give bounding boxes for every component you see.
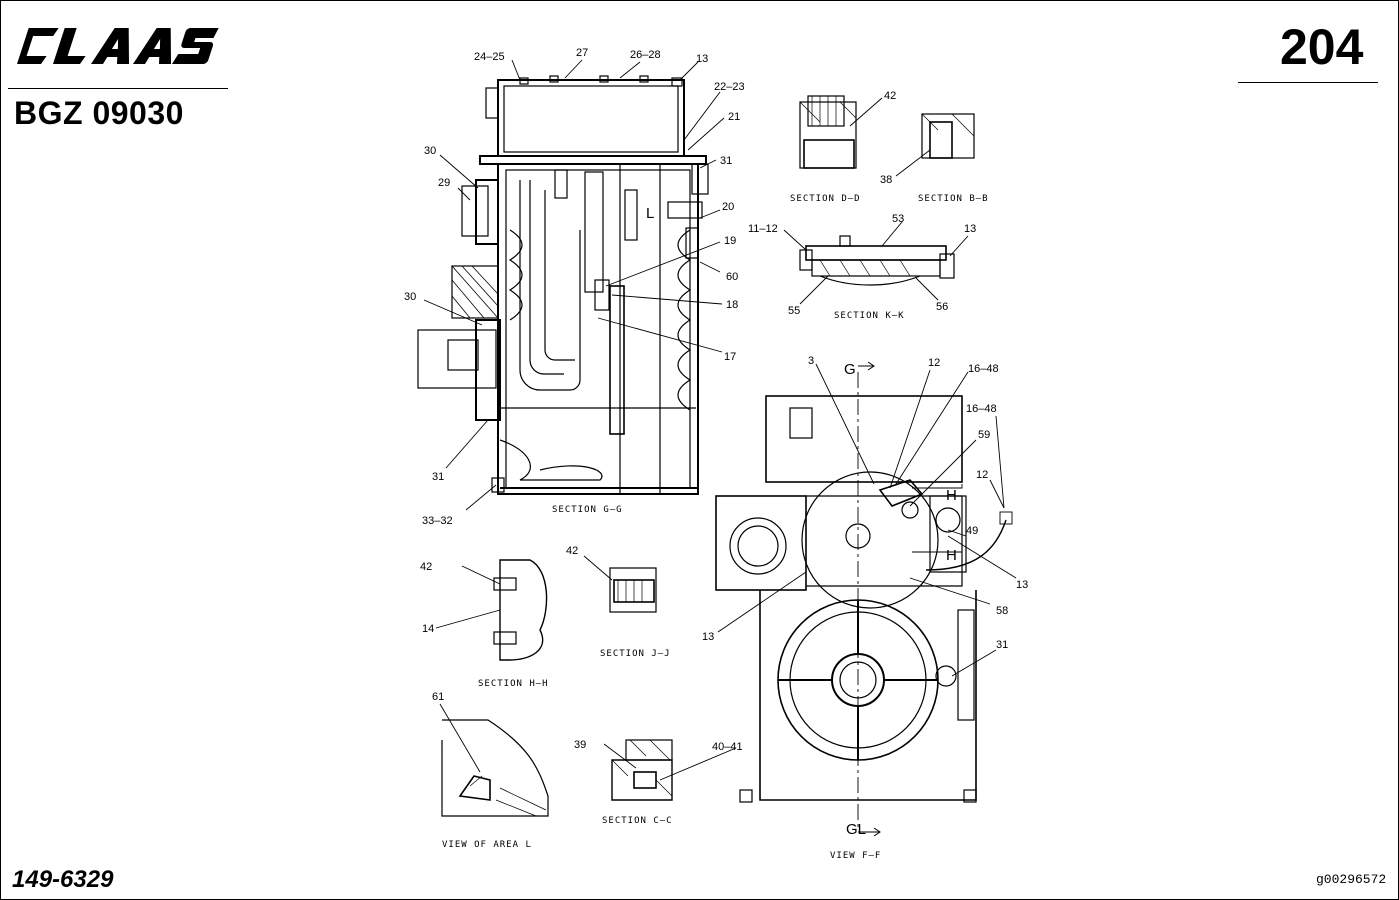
- callout-31-right: 31: [720, 155, 732, 167]
- callout-14: 14: [422, 623, 434, 635]
- callout-21: 21: [728, 111, 740, 123]
- callout-38: 38: [880, 174, 892, 186]
- callout-22-23: 22–23: [714, 81, 745, 93]
- callout-13-ff: 13: [1016, 579, 1028, 591]
- image-id: g00296572: [1316, 872, 1387, 887]
- callout-16-48-top: 16–48: [968, 363, 999, 375]
- page-number: 204: [1280, 19, 1364, 75]
- callout-16-48-side: 16–48: [966, 403, 997, 415]
- doc-code: BGZ 09030: [14, 95, 184, 131]
- callout-49: 49: [966, 525, 978, 537]
- caption-section-hh: SECTION H–H: [478, 679, 549, 689]
- header-rule-left: [8, 88, 228, 89]
- callout-53: 53: [892, 213, 904, 225]
- callout-labels: 24–25 27 26–28 13 22–23 21 31 30 29 L 20…: [404, 47, 1028, 838]
- callout-29: 29: [438, 177, 450, 189]
- callout-56: 56: [936, 301, 948, 313]
- view-area-l-drawing: [439, 703, 549, 817]
- caption-view-ff: VIEW F–F: [830, 851, 881, 861]
- callout-31-left: 31: [432, 471, 444, 483]
- section-hh-drawing: [435, 559, 548, 661]
- section-gg-leaders: [423, 59, 725, 511]
- section-gg-drawing: [417, 75, 709, 495]
- section-dd-drawing: [799, 95, 883, 169]
- callout-13-left: 13: [702, 631, 714, 643]
- callout-27: 27: [576, 47, 588, 59]
- section-marker-g-top: G: [844, 361, 856, 378]
- callout-12-ff: 12: [928, 357, 940, 369]
- callout-20: 20: [722, 201, 734, 213]
- caption-section-cc: SECTION C–C: [602, 816, 673, 826]
- section-jj-drawing: [583, 555, 657, 613]
- callout-61: 61: [432, 691, 444, 703]
- callout-42-hh: 42: [420, 561, 432, 573]
- callout-33-32: 33–32: [422, 515, 453, 527]
- callout-24-25: 24–25: [474, 51, 505, 63]
- callout-58: 58: [996, 605, 1008, 617]
- callout-30-mid: 30: [404, 291, 416, 303]
- callout-17: 17: [724, 351, 736, 363]
- part-number: 149-6329: [12, 866, 114, 893]
- caption-section-gg: SECTION G–G: [552, 505, 623, 515]
- caption-view-area-l: VIEW OF AREA L: [442, 840, 532, 850]
- view-ff-drawing: [715, 372, 1007, 830]
- area-l-marker: L: [646, 205, 654, 222]
- callout-39: 39: [574, 739, 586, 751]
- callout-30-top: 30: [424, 145, 436, 157]
- view-ff-leaders: [717, 363, 1017, 677]
- section-kk-drawing: [783, 221, 969, 305]
- callout-40-41: 40–41: [712, 741, 743, 753]
- callout-59: 59: [978, 429, 990, 441]
- callout-13-top: 13: [696, 53, 708, 65]
- section-marker-h-top: H: [946, 487, 957, 504]
- callout-19: 19: [724, 235, 736, 247]
- caption-section-dd: SECTION D–D: [790, 194, 861, 204]
- caption-section-kk: SECTION K–K: [834, 311, 905, 321]
- callout-60: 60: [726, 271, 738, 283]
- section-arrows: [858, 361, 881, 837]
- callout-12-side: 12: [976, 469, 988, 481]
- section-cc-drawing: [603, 739, 737, 801]
- header-rule-right: [1238, 82, 1378, 83]
- callout-18: 18: [726, 299, 738, 311]
- callout-55: 55: [788, 305, 800, 317]
- callout-3: 3: [808, 355, 814, 367]
- callout-26-28: 26–28: [630, 49, 661, 61]
- caption-section-jj: SECTION J–J: [600, 649, 671, 659]
- section-marker-g-bottom: GL: [846, 821, 866, 838]
- view-captions: SECTION G–G SECTION D–D SECTION B–B SECT…: [442, 194, 989, 861]
- callout-42-jj: 42: [566, 545, 578, 557]
- section-marker-h-bottom: H: [946, 547, 957, 564]
- section-bb-drawing: [895, 113, 975, 177]
- caption-section-bb: SECTION B–B: [918, 194, 989, 204]
- callout-13-kk: 13: [964, 223, 976, 235]
- claas-logo: [17, 28, 219, 64]
- callout-31-ff: 31: [996, 639, 1008, 651]
- callout-11-12: 11–12: [748, 223, 778, 235]
- callout-42-dd: 42: [884, 90, 896, 102]
